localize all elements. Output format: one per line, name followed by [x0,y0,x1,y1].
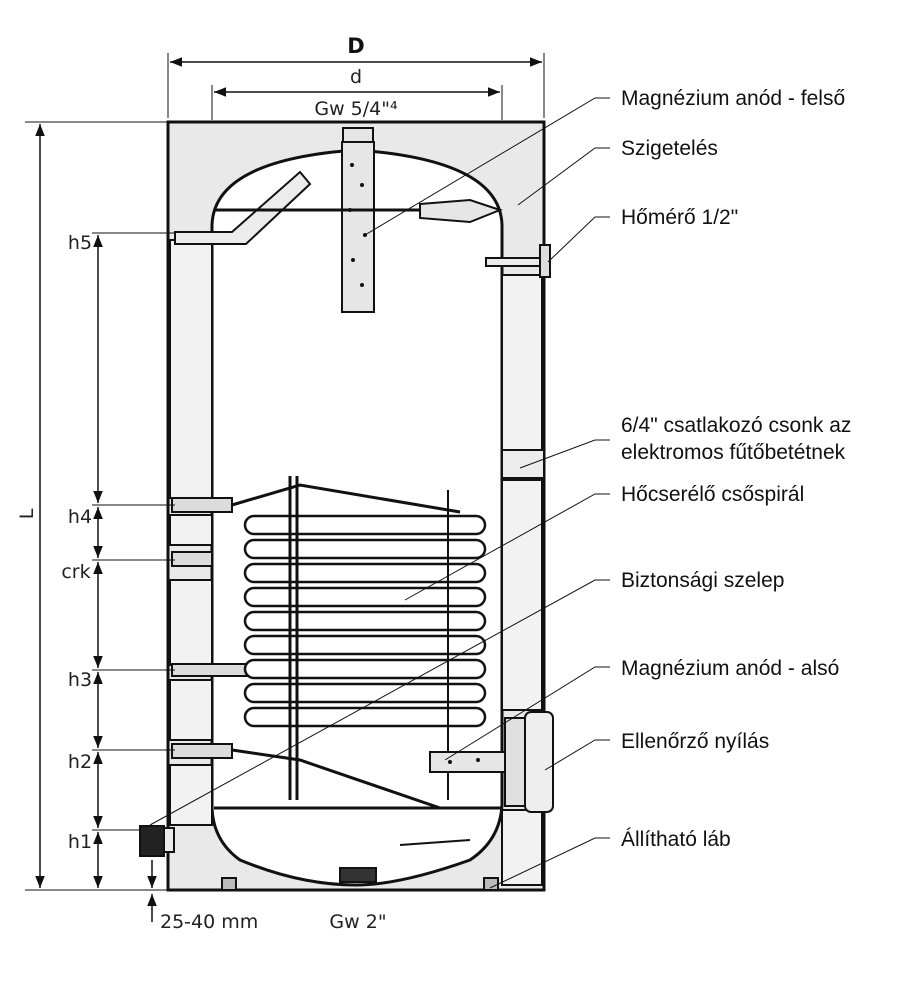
dimension-D: D [167,34,545,118]
dim-d-label: d [350,66,362,88]
foot-range-label: 25-40 mm [160,911,258,933]
label-heater-socket-2: elektromos fűtőbetétnek [621,441,846,464]
label-heater-socket-1: 6/4" csatlakozó csonk az [621,414,851,437]
label-insulation: Szigetelés [621,137,718,160]
label-safety-valve: Biztonsági szelep [621,569,784,592]
label-coil: Hőcserélő csőspirál [621,483,804,506]
top-thread-label: Gw 5/4"⁴ [314,98,398,120]
dim-h4-label: h4 [68,506,92,528]
heater-socket [501,449,545,479]
label-anode-top: Magnézium anód - felső [621,87,845,110]
dim-h5-label: h5 [68,232,92,254]
callout-leaders [149,97,610,889]
anode-top [341,127,375,313]
label-inspection: Ellenőrző nyílás [621,730,769,753]
hot-water-outlet [174,170,503,245]
dim-crk-label: crk [61,561,90,583]
dim-h1-label: h1 [68,831,92,853]
dim-h2-label: h2 [68,751,92,773]
dim-h3-label: h3 [68,669,92,691]
thermometer-socket [485,244,551,278]
dim-D-label: D [347,34,364,58]
bottom-thread-label: Gw 2" [329,911,386,933]
heat-exchanger-coil [214,476,502,810]
bottom-drain [339,839,471,883]
callout-labels: Magnézium anód - felső Szigetelés Hőmérő… [621,87,851,851]
label-anode-bottom: Magnézium anód - alsó [621,657,839,680]
label-thermometer: Hőmérő 1/2" [621,206,738,229]
label-foot: Állítható láb [621,828,731,851]
dimension-L: L [16,121,168,891]
dimension-d: d Gw 5/4"⁴ [211,66,503,120]
foot-range: 25-40 mm [147,860,258,933]
safety-valve [139,825,175,857]
dim-L-label: L [16,508,38,519]
insulation-left [169,239,213,826]
inspection-opening [504,711,554,813]
height-levels: h5 h4 crk h3 h2 h1 [61,232,175,888]
